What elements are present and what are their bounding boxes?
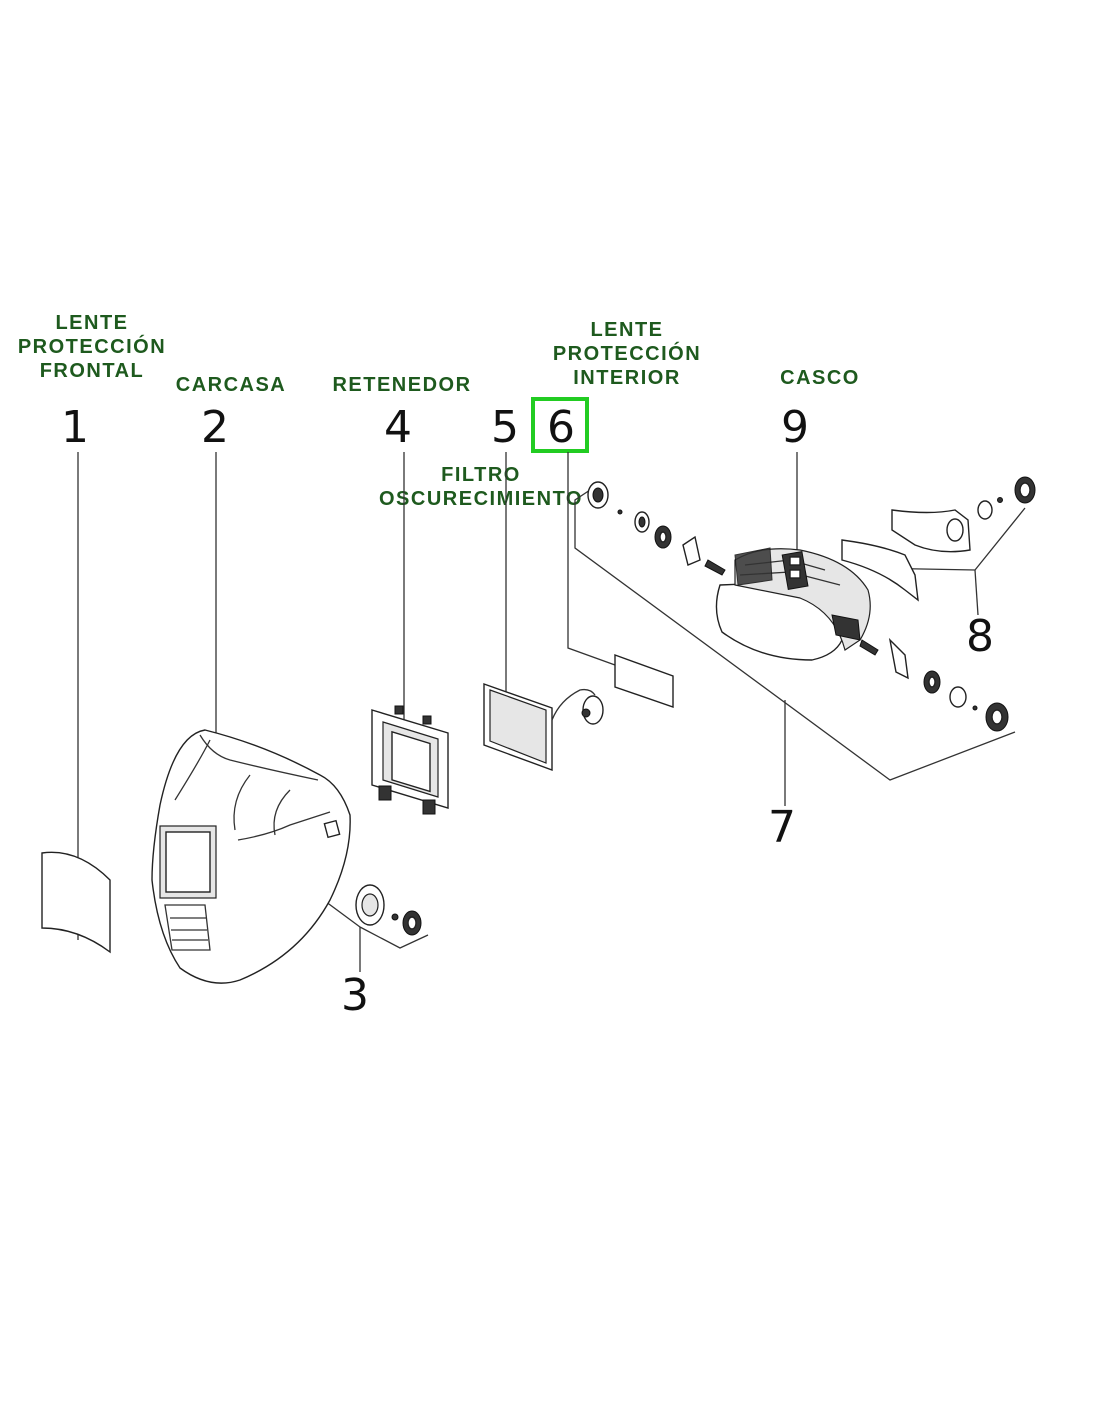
sweatband-part: [841, 476, 1036, 602]
label-lente-frontal-1: LENTE: [55, 312, 128, 334]
part-number-8: 8: [966, 611, 994, 662]
helmet-shell-part: [151, 729, 351, 984]
highlight-box-part-6: [531, 397, 589, 453]
part-number-7: 7: [768, 802, 796, 853]
part-number-2: 2: [201, 402, 229, 453]
side-hardware-upper: [587, 481, 726, 576]
label-lente-frontal-2: PROTECCIÓN: [18, 334, 166, 358]
side-hardware-lower: [859, 637, 1009, 732]
front-lens-part: [41, 851, 111, 954]
retainer-frame-part: [371, 705, 449, 815]
inner-lens-part: [614, 654, 674, 708]
label-filtro-1: FILTRO: [441, 464, 521, 486]
label-filtro-2: OSCURECIMIENTO: [379, 488, 583, 510]
darkening-filter-part: [483, 683, 604, 772]
label-lente-interior-1: LENTE: [590, 319, 663, 341]
part-number-5: 5: [491, 402, 519, 453]
label-retenedor: RETENEDOR: [332, 374, 471, 396]
label-lente-interior-3: INTERIOR: [573, 367, 681, 389]
part-number-9: 9: [781, 402, 809, 453]
part-number-3: 3: [341, 970, 369, 1021]
part-number-6: 6: [547, 402, 575, 453]
part-number-1: 1: [61, 402, 89, 453]
headgear-part: [715, 547, 871, 661]
label-lente-interior-2: PROTECCIÓN: [553, 341, 701, 365]
label-carcasa: CARCASA: [176, 374, 287, 396]
part-number-4: 4: [384, 402, 412, 453]
label-casco: CASCO: [780, 367, 860, 389]
label-lente-frontal-3: FRONTAL: [40, 360, 145, 382]
adjustment-knob-part: [355, 884, 422, 936]
